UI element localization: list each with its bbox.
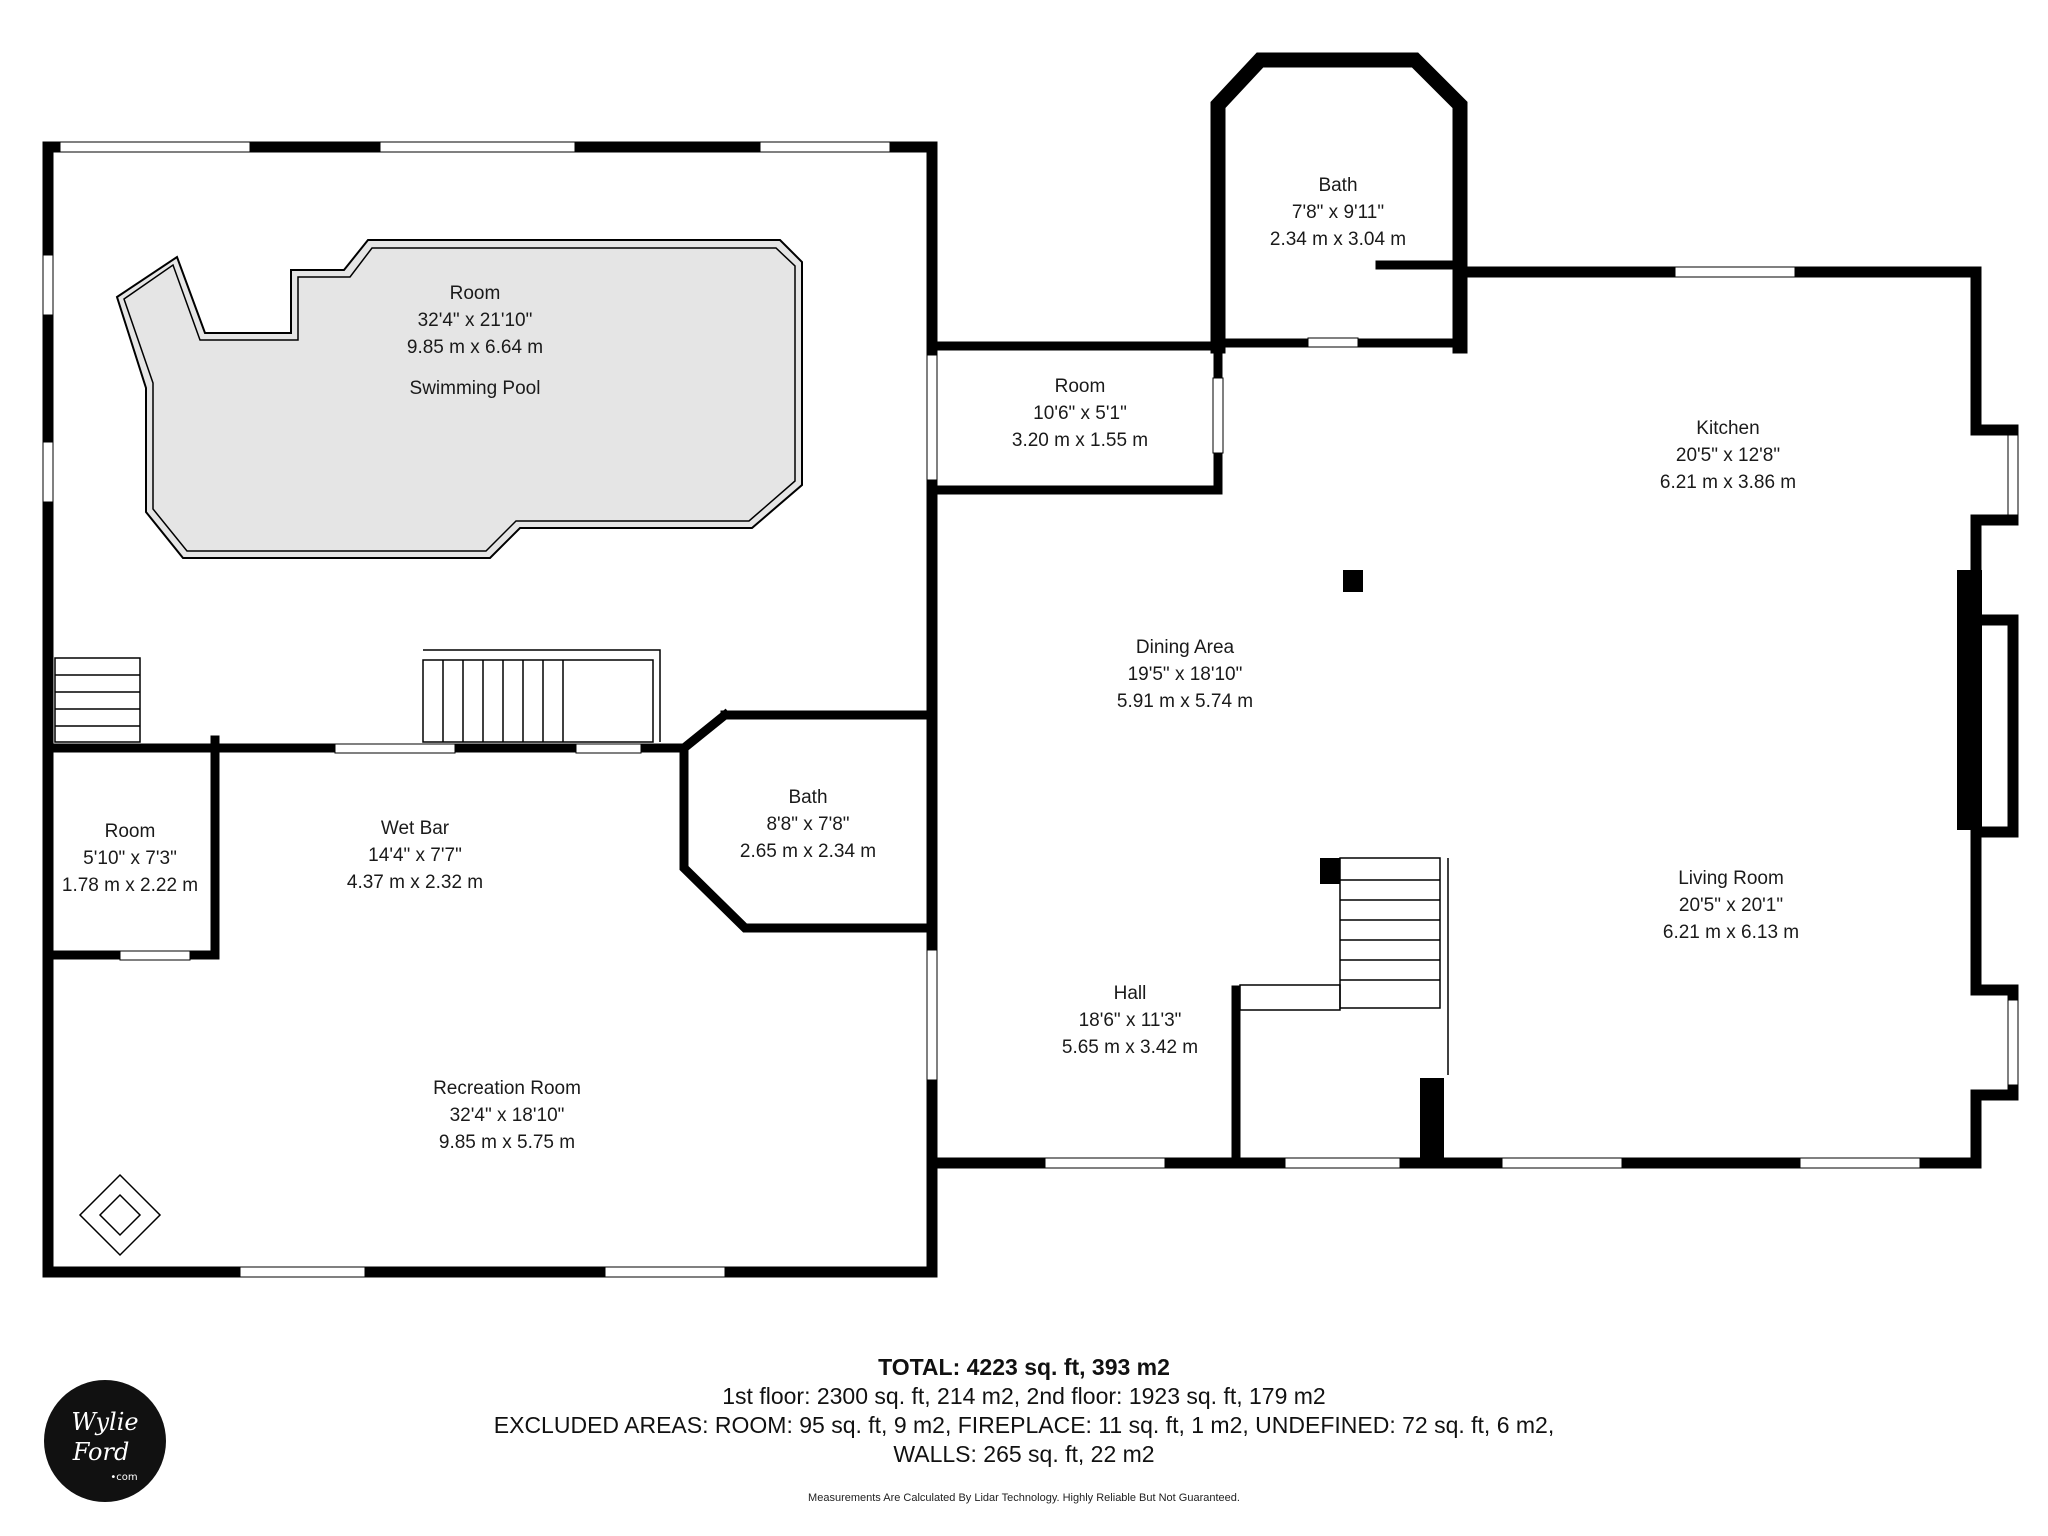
room-metric: 9.85 m x 6.64 m [406,337,544,358]
room-metric: 6.21 m x 6.13 m [1662,922,1800,943]
room-label-hall: Hall 18'6" x 11'3" 5.65 m x 3.42 m [1062,980,1198,1061]
logo-line-2: Ford [72,1438,130,1466]
room-label-recreation: Recreation Room 32'4" x 18'10" 9.85 m x … [433,1075,581,1156]
room-imperial: 32'4" x 18'10" [449,1105,565,1126]
windows [42,141,2019,1278]
room-name: Dining Area [1135,637,1235,658]
room-metric: 1.78 m x 2.22 m [61,875,199,896]
room-metric: 2.65 m x 2.34 m [739,841,877,862]
room-label-living: Living Room 20'5" x 20'1" 6.21 m x 6.13 … [1663,865,1799,946]
room-name: Hall [1113,983,1147,1004]
room-metric: 6.21 m x 3.86 m [1659,472,1797,493]
room-name: Room [1054,376,1106,397]
room-metric: 5.91 m x 5.74 m [1116,691,1254,712]
room-label-wet-bar: Wet Bar 14'4" x 7'7" 4.37 m x 2.32 m [347,815,483,896]
brand-logo: Wylie Ford •com [44,1380,166,1502]
exterior-walls [42,52,2019,1278]
logo-line-3: •com [110,1472,137,1483]
room-name: Living Room [1678,868,1784,889]
room-label-bath-top: Bath 7'8" x 9'11" 2.34 m x 3.04 m [1270,172,1406,253]
room-label-kitchen: Kitchen 20'5" x 12'8" 6.21 m x 3.86 m [1660,415,1796,496]
room-imperial: 5'10" x 7'3" [83,848,177,869]
walls-area: WALLS: 265 sq. ft, 22 m2 [893,1441,1155,1467]
room-imperial: 20'5" x 20'1" [1678,895,1784,916]
excluded-areas: EXCLUDED AREAS: ROOM: 95 sq. ft, 9 m2, F… [493,1412,1555,1438]
swimming-pool [115,239,803,559]
room-metric: 3.20 m x 1.55 m [1011,430,1149,451]
room-label-pool-room: Room 32'4" x 21'10" 9.85 m x 6.64 m Swim… [407,280,543,402]
room-imperial: 32'4" x 21'10" [417,310,533,331]
room-label-dining: Dining Area 19'5" x 18'10" 5.91 m x 5.74… [1117,634,1253,715]
floor-areas: 1st floor: 2300 sq. ft, 214 m2, 2nd floo… [722,1383,1326,1409]
room-label-small-room: Room 10'6" x 5'1" 3.20 m x 1.55 m [1012,373,1148,454]
room-name: Bath [788,787,828,808]
room-feature: Swimming Pool [409,378,541,399]
room-label-room-left: Room 5'10" x 7'3" 1.78 m x 2.22 m [62,818,198,899]
logo-line-1: Wylie [71,1408,138,1436]
room-name: Kitchen [1696,418,1760,439]
room-imperial: 8'8" x 7'8" [766,814,850,835]
room-imperial: 10'6" x 5'1" [1033,403,1127,424]
total-area: TOTAL: 4223 sq. ft, 393 m2 [878,1354,1170,1380]
room-imperial: 18'6" x 11'3" [1078,1010,1182,1031]
stairs [54,649,1449,1075]
room-imperial: 19'5" x 18'10" [1127,664,1243,685]
room-name: Recreation Room [433,1078,581,1099]
room-label-bath-mid: Bath 8'8" x 7'8" 2.65 m x 2.34 m [740,784,876,865]
room-metric: 2.34 m x 3.04 m [1269,229,1407,250]
room-metric: 9.85 m x 5.75 m [438,1132,576,1153]
room-name: Bath [1318,175,1358,196]
room-metric: 4.37 m x 2.32 m [346,872,484,893]
room-imperial: 7'8" x 9'11" [1291,202,1385,223]
room-name: Wet Bar [380,818,450,839]
disclaimer: Measurements Are Calculated By Lidar Tec… [808,1492,1240,1504]
fireplace-icon [78,1173,162,1257]
room-imperial: 14'4" x 7'7" [368,845,462,866]
room-name: Room [104,821,156,842]
room-metric: 5.65 m x 3.42 m [1061,1037,1199,1058]
room-imperial: 20'5" x 12'8" [1675,445,1781,466]
room-name: Room [449,283,501,304]
area-summary: TOTAL: 4223 sq. ft, 393 m2 1st floor: 23… [494,1352,1554,1469]
